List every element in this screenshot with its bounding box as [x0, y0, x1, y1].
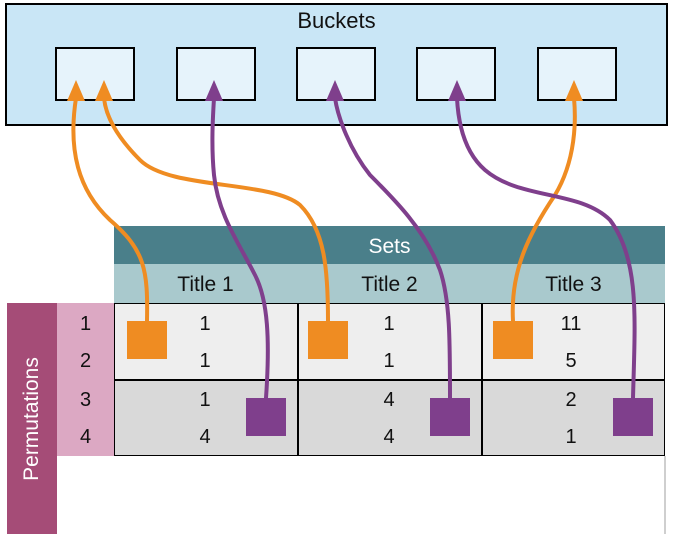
- arrowhead-bucket-1-left: [67, 80, 85, 101]
- permutations-band: [7, 303, 57, 534]
- cell-value: 1: [383, 350, 395, 372]
- orange-marker-t3: [493, 321, 533, 359]
- right-border-line: [664, 456, 666, 534]
- arrowhead-bucket-3: [326, 80, 344, 101]
- arrowhead-bucket-1-right: [95, 80, 113, 101]
- arrow-t1-g2-to-bucket-2: [210, 96, 270, 400]
- cell-value: 4: [383, 426, 395, 448]
- cell-value: 1: [199, 313, 211, 335]
- cell-value: 1: [383, 313, 395, 335]
- purple-marker-t1: [246, 398, 286, 436]
- permutation-index-1: 1: [79, 313, 92, 335]
- arrow-t3-g2-to-bucket-4: [455, 96, 637, 400]
- buckets-title: Buckets: [297, 8, 376, 33]
- orange-marker-t2: [308, 321, 348, 359]
- purple-marker-t2: [430, 398, 470, 436]
- cell-value: 1: [199, 350, 211, 372]
- cell-value: 4: [383, 389, 395, 411]
- orange-marker-t1: [127, 321, 167, 359]
- permutation-index-3: 3: [79, 389, 92, 411]
- column-title-2: Title 2: [361, 273, 418, 296]
- cell-value: 1: [199, 389, 211, 411]
- sets-header: Sets: [114, 226, 665, 264]
- cell-value: 2: [565, 389, 577, 411]
- permutation-index-4: 4: [79, 426, 92, 448]
- bucket-1: [55, 47, 135, 101]
- column-title-3: Title 3: [545, 273, 602, 296]
- titles-row: [114, 264, 665, 303]
- arrow-t3-g1-to-bucket-5: [510, 96, 577, 323]
- cell-value: 11: [560, 313, 582, 335]
- purple-marker-t3: [613, 398, 653, 436]
- permutation-index-2: 2: [79, 350, 92, 372]
- cell-value: 1: [565, 426, 577, 448]
- arrow-t1-g1-to-bucket-1: [71, 96, 150, 323]
- arrowhead-bucket-2: [205, 80, 223, 101]
- arrow-t2-g2-to-bucket-3: [333, 96, 452, 400]
- arrow-t2-g1-to-bucket-1: [102, 96, 330, 323]
- column-title-1: Title 1: [177, 273, 234, 296]
- cell-value: 5: [565, 350, 577, 372]
- cell-value: 4: [199, 426, 211, 448]
- arrowhead-bucket-4: [448, 80, 466, 101]
- permutation-index-band: [57, 303, 114, 456]
- arrowhead-bucket-5: [565, 80, 583, 101]
